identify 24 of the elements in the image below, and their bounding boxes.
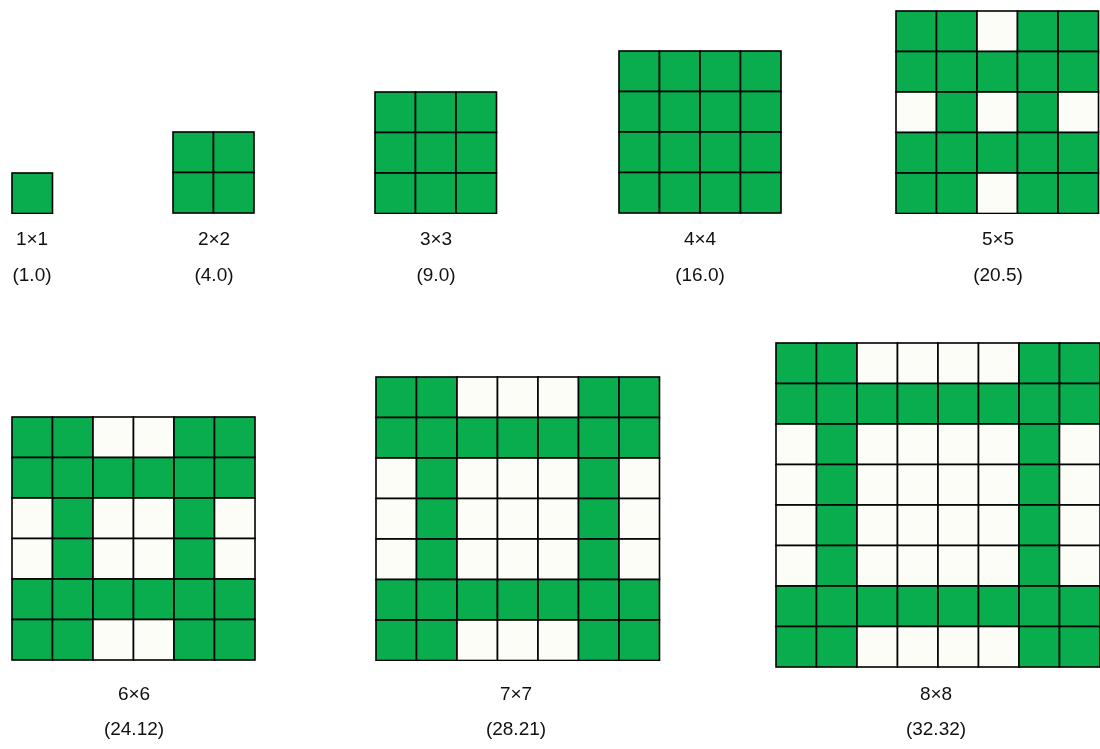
cell-grid-drawing bbox=[775, 342, 1100, 668]
score-label: (28.21) bbox=[485, 718, 547, 740]
grid-size-label: 4×4 bbox=[683, 228, 717, 250]
cell-grid-drawing bbox=[374, 90, 498, 214]
cell-grid-drawing bbox=[11, 416, 256, 661]
grid-size-label: 8×8 bbox=[919, 683, 953, 705]
cell-grid-drawing bbox=[11, 171, 54, 214]
grid-size-label: 2×2 bbox=[197, 228, 231, 250]
score-label: (20.5) bbox=[973, 264, 1023, 286]
score-label: (24.12) bbox=[103, 718, 165, 740]
score-label: (9.0) bbox=[416, 264, 456, 286]
grid-size-label: 1×1 bbox=[15, 228, 49, 250]
score-label: (1.0) bbox=[12, 264, 52, 286]
grid-size-label: 7×7 bbox=[499, 683, 533, 705]
score-label: (32.32) bbox=[905, 718, 967, 740]
cell-grid-drawing bbox=[172, 131, 255, 214]
grid-size-label: 6×6 bbox=[117, 683, 151, 705]
cell-grid-drawing bbox=[375, 375, 661, 661]
score-label: (4.0) bbox=[194, 264, 234, 286]
grid-size-label: 3×3 bbox=[419, 228, 453, 250]
score-label: (16.0) bbox=[675, 264, 725, 286]
cell-grid-drawing bbox=[618, 50, 782, 214]
grid-size-label: 5×5 bbox=[981, 228, 1015, 250]
cell-grid-drawing bbox=[895, 9, 1100, 214]
